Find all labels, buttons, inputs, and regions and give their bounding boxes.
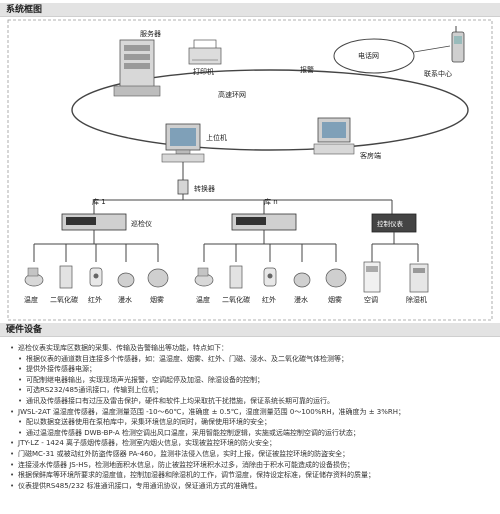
sensor-label-1-1: 二氧化碳 [50,295,78,304]
hardware-item: 连接浸水传感器 JS-HS，检测地面积水信息，防止被监控环境积水过多，消除由于积… [8,460,494,471]
hardware-item: 门磁MC-31 或被动红外防盗传感器 PA-460，监测非法侵入信息，实时上报，… [8,449,494,460]
sensor-water-icon [117,272,135,288]
sensor-label-1-4: 烟雾 [150,295,164,304]
hardware-item: 可选RS232/485通讯接口，传输到上位机； [8,385,494,396]
hardware-item: 根据仪表的通道数目连接多个传感器，如：温湿度、烟雾、红外、门磁、浸水、及二氧化碳… [8,354,494,365]
sensor-co2-icon [229,265,243,289]
sensor-co2-icon [59,265,73,289]
sensor-label-1-2: 红外 [88,295,102,304]
controller-label: 控制仪表 [377,219,404,228]
server-label: 服务器 [140,29,161,38]
warehouse-1-label: 库 1 [92,197,106,206]
section-title-architecture: 系统框图 [0,3,500,17]
alarm-center-label: 联系中心 [424,69,452,78]
sensor-temperature-icon [24,267,44,287]
dehumidifier-icon [409,263,429,293]
hardware-item: 可配制继电器输出，实现现场声光报警，空调起停及加湿、除湿设备的控制； [8,375,494,386]
warehouse-n-label: 库 n [264,197,278,206]
hardware-item: JWSL-2AT 温湿度传感器，温度测量范围 -10～60℃，准确度 ± 0.5… [8,407,494,418]
hardware-item: 巡检仪表实现库区数据的采集、传输及告警输出等功能，特点如下： [8,343,494,354]
hardware-list: 巡检仪表实现库区数据的采集、传输及告警输出等功能，特点如下： 根据仪表的通道数目… [8,343,494,491]
inspector-box-n [231,213,297,231]
hardware-item: 仪表提供RS485/232 标准通讯接口，专用通讯协议，保证通讯方式的准确性。 [8,481,494,492]
printer-icon [188,39,222,65]
host-pc-label: 上位机 [206,133,227,142]
sensor-label-n-0: 温度 [196,295,210,304]
client-pc-icon [313,117,355,155]
server-icon [113,39,161,97]
hardware-item: 通讯及传感器接口有过压及雷击保护，硬件和软件上均采取抗干扰措施，保证系统长期可靠… [8,396,494,407]
section-title-hardware: 硬件设备 [0,323,500,337]
sensor-label-n-1: 二氧化碳 [222,295,250,304]
phone-link [413,45,451,53]
inspector-label: 巡检仪 [131,219,152,228]
hardware-item: 配以数据变送器使用在泵柏库中，采集环境信息的同时，确保使用环境的安全； [8,417,494,428]
sensor-label-n-3: 漫水 [294,295,308,304]
ring-network [71,69,469,151]
sensor-temperature-icon [194,267,214,287]
actuator-label-0: 空调 [364,295,378,304]
phone-network-label: 电话网 [358,51,379,60]
inspector-box-1 [61,213,127,231]
system-diagram: 高速环网 服务器 打印机 电话网 报警 联系中心 上位机 [7,19,493,321]
sensor-infrared-icon [89,267,103,287]
air-conditioner-icon [363,261,381,293]
sensor-label-1-0: 温度 [24,295,38,304]
actuator-label-1: 除湿机 [406,295,427,304]
mobile-phone-icon [451,26,465,63]
sensor-label-n-2: 红外 [262,295,276,304]
sensor-infrared-icon [263,267,277,287]
hardware-item: 提供外接传感器电源； [8,364,494,375]
host-pc-icon [161,123,205,163]
phone-network-cloud [333,38,415,74]
sensor-water-icon [293,272,311,288]
sensor-label-n-4: 烟雾 [328,295,342,304]
converter-icon [177,179,189,195]
printer-label: 打印机 [193,67,214,76]
sensor-smoke-icon [325,268,347,288]
alarm-label: 报警 [300,65,314,74]
hardware-item: 根据保鲜库等环境所要求的湿度值，控制加湿器和除湿机的工作，调节湿度，保持设定标准… [8,470,494,481]
hardware-item: 通过温湿度传感器 DWB-BP-A 检测空调出风口温度，采用智能控制逻辑，实施或… [8,428,494,439]
client-label: 客房端 [360,151,381,160]
sensor-label-1-3: 漫水 [118,295,132,304]
ethernet-label: 高速环网 [218,90,246,99]
sensor-smoke-icon [147,268,169,288]
converter-label: 转换器 [194,184,215,193]
hardware-item: JTY-LZ - 1424 离子感烟传感器，检测室内烟火信息，实现被监控环境的防… [8,438,494,449]
diagram-frame [7,19,493,321]
